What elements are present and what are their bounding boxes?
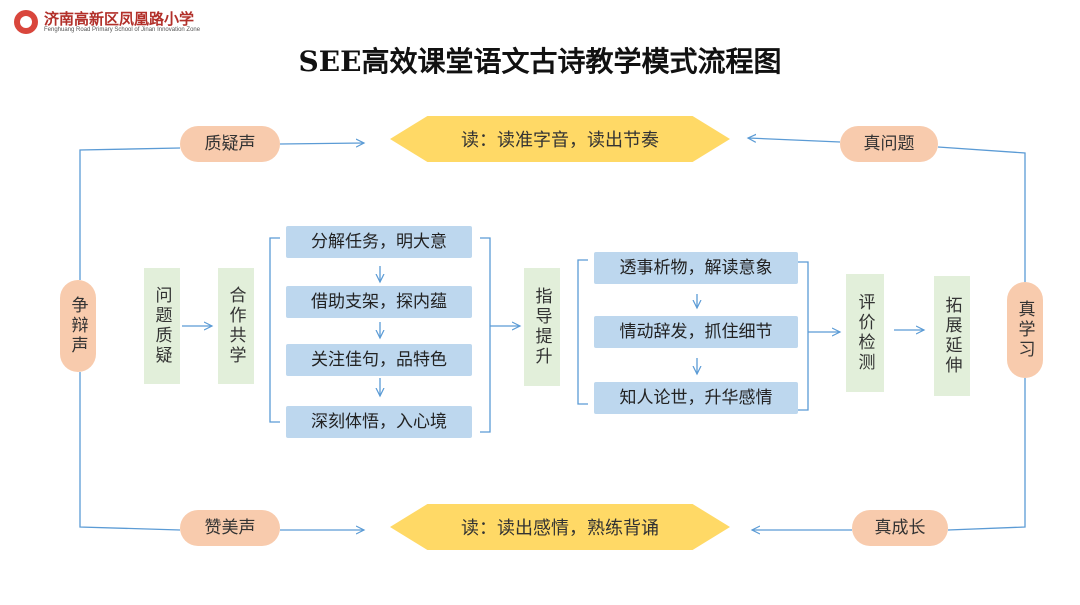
pill-top-right: 真问题 [840,126,938,162]
pill-bottom-right: 真成长 [852,510,948,546]
pill-side-right: 真学习 [1007,282,1043,378]
step-evaluate: 评价检测 [846,274,884,392]
pill-top-left: 质疑声 [180,126,280,162]
school-name: 济南高新区凤凰路小学 [44,10,195,28]
read-banner-top: 读：读准字音，读出节奏 [390,116,730,162]
pill-bottom-left: 赞美声 [180,510,280,546]
cooperate-task: 关注佳句，品特色 [286,344,472,376]
school-name-en: Fenghuang Road Primary School of Jinan I… [44,27,201,33]
step-guide: 指导提升 [524,268,560,386]
step-cooperate: 合作共学 [218,268,254,384]
step-extend: 拓展延伸 [934,276,970,396]
guide-task: 情动辞发，抓住细节 [594,316,798,348]
school-logo [14,10,38,34]
read-banner-bottom: 读：读出感情，熟练背诵 [390,504,730,550]
page-title: SEE高效课堂语文古诗教学模式流程图 [298,45,782,78]
guide-task: 知人论世，升华感情 [594,382,798,414]
cooperate-task: 借助支架，探内蕴 [286,286,472,318]
cooperate-task: 深刻体悟，入心境 [286,406,472,438]
step-question: 问题质疑 [144,268,180,384]
pill-side-left: 争辩声 [60,280,96,372]
cooperate-task: 分解任务，明大意 [286,226,472,258]
guide-task: 透事析物，解读意象 [594,252,798,284]
